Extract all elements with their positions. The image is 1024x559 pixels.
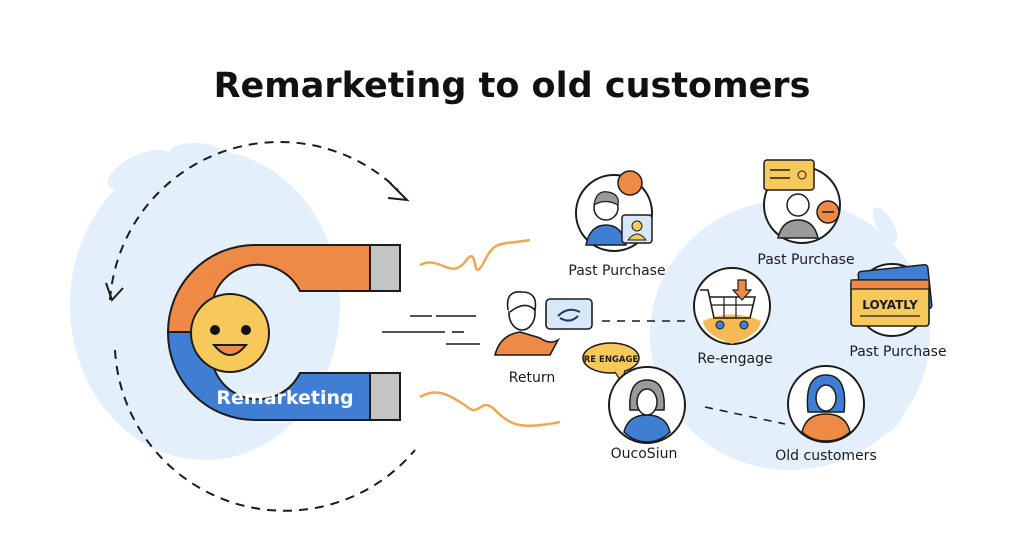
- customer-avatar-woman: [608, 366, 686, 444]
- page-title: Remarketing to old customers: [214, 66, 811, 106]
- node-label-past-purchase-1: Past Purchase: [568, 263, 665, 279]
- node-label-old-customers: Old customers: [775, 448, 876, 464]
- node-label-ouco: OucoSiun: [611, 446, 678, 462]
- refresh-bubble-icon: [545, 298, 593, 330]
- cycle-arrows: [109, 140, 416, 512]
- node-label-return: Return: [509, 370, 555, 386]
- svg-text:RE ENGAGE: RE ENGAGE: [584, 355, 639, 365]
- re-engage-bubble: RE ENGAGE: [582, 342, 640, 385]
- old-customer-avatar: [787, 365, 865, 443]
- node-label-loyalty: Past Purchase: [849, 344, 946, 360]
- arrowhead-left-icon: [105, 282, 124, 302]
- node-label-re-engage: Re-engage: [697, 351, 772, 367]
- arrowhead-top-icon: [387, 182, 410, 202]
- node-label-past-purchase-2: Past Purchase: [757, 252, 854, 268]
- past-purchase-avatar-2: [763, 159, 841, 244]
- shopping-cart-avatar: [693, 267, 771, 345]
- loyalty-card-avatar: LOYATLY: [850, 263, 933, 337]
- magnet-label: Remarketing: [216, 387, 353, 409]
- attraction-waves: [419, 238, 561, 428]
- speed-lines: [382, 315, 480, 345]
- loyalty-card-text: LOYATLY: [862, 298, 918, 312]
- smiley-face-icon: [190, 293, 270, 373]
- past-purchase-avatar-1: [575, 170, 653, 252]
- return-person-icon: [493, 291, 561, 356]
